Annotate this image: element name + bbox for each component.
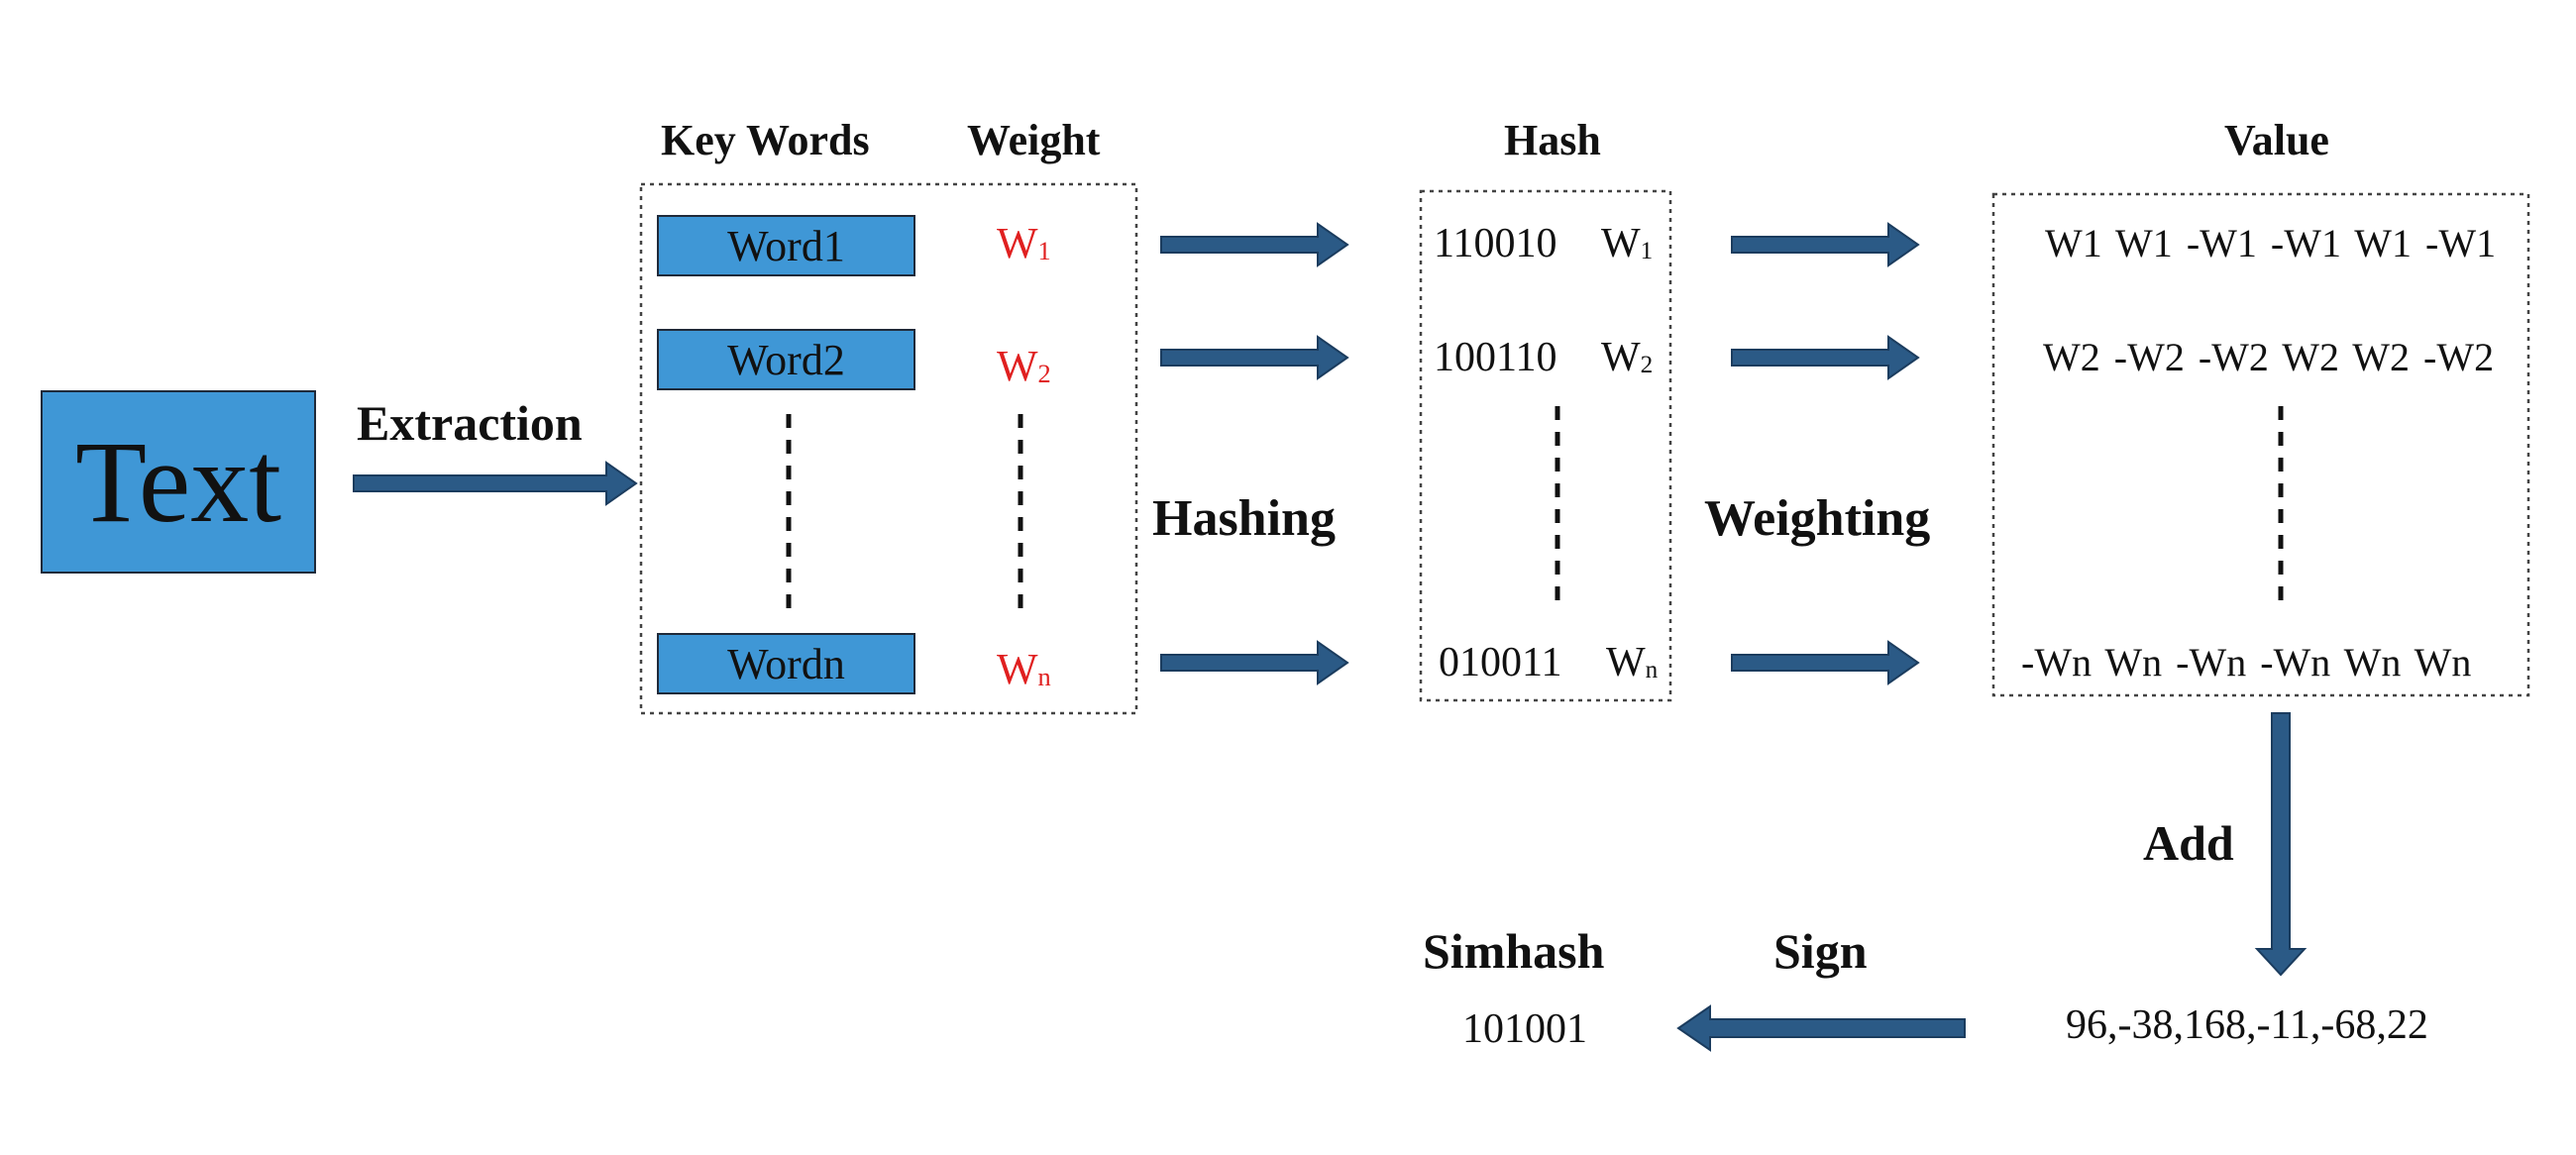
add-arrow bbox=[2254, 712, 2308, 977]
hashing-arrow-1 bbox=[1160, 222, 1349, 267]
simhash-header: Simhash bbox=[1423, 923, 1605, 979]
value-n-2: -Wn bbox=[2176, 640, 2247, 684]
weight-n: Wn bbox=[997, 648, 1051, 691]
value-2-4: W2 bbox=[2352, 335, 2411, 379]
hash-weight-1: W1 bbox=[1600, 221, 1654, 266]
hash-weight-n: Wn bbox=[1605, 640, 1659, 685]
weight-1-sub: 1 bbox=[1037, 236, 1051, 266]
hashing-arrow-n bbox=[1160, 640, 1349, 685]
value-1-1: W1 bbox=[2115, 221, 2173, 265]
hash-code-1: 110010 bbox=[1434, 221, 1557, 266]
value-1-3: -W1 bbox=[2270, 221, 2341, 265]
weight-2-sub: 2 bbox=[1037, 359, 1051, 389]
weight-n-sub: n bbox=[1037, 662, 1051, 692]
hash-row-n: 010011 Wn bbox=[1439, 642, 1658, 683]
value-frame bbox=[1991, 192, 2530, 697]
value-1-2: -W1 bbox=[2186, 221, 2257, 265]
hash-row-2: 100110 W2 bbox=[1434, 337, 1653, 378]
source-text-box: Text bbox=[41, 390, 316, 574]
simhash-result: 101001 bbox=[1462, 1006, 1587, 1052]
weight-2: W2 bbox=[997, 345, 1051, 388]
key-words-header: Key Words bbox=[661, 116, 870, 164]
value-row-1: W1 W1 -W1 -W1 W1 -W1 bbox=[2045, 224, 2496, 263]
value-2-5: -W2 bbox=[2423, 335, 2495, 379]
value-header: Value bbox=[2224, 116, 2329, 164]
weighting-arrow-2 bbox=[1731, 335, 1920, 380]
add-label: Add bbox=[2143, 815, 2234, 871]
hashing-arrow-2 bbox=[1160, 335, 1349, 380]
weight-1-base: W bbox=[997, 219, 1038, 267]
weight-2-base: W bbox=[997, 342, 1038, 390]
value-2-2: -W2 bbox=[2198, 335, 2269, 379]
hash-header: Hash bbox=[1504, 116, 1601, 164]
sign-label: Sign bbox=[1773, 923, 1868, 979]
weighting-arrow-1 bbox=[1731, 222, 1920, 267]
hash-row-1: 110010 W1 bbox=[1434, 223, 1653, 264]
hash-frame bbox=[1419, 189, 1672, 702]
value-2-3: W2 bbox=[2282, 335, 2339, 379]
keyword-box-1: Word1 bbox=[657, 215, 915, 276]
extraction-label: Extraction bbox=[357, 395, 583, 451]
sign-arrow bbox=[1676, 1004, 1966, 1052]
value-n-5: Wn bbox=[2414, 640, 2472, 684]
keyword-box-2: Word2 bbox=[657, 329, 915, 390]
weight-header: Weight bbox=[967, 116, 1101, 164]
value-n-4: Wn bbox=[2343, 640, 2402, 684]
hash-code-2: 100110 bbox=[1434, 335, 1557, 380]
value-n-1: Wn bbox=[2104, 640, 2163, 684]
extraction-arrow bbox=[353, 461, 638, 506]
value-1-4: W1 bbox=[2354, 221, 2413, 265]
value-2-0: W2 bbox=[2043, 335, 2100, 379]
value-n-3: -Wn bbox=[2260, 640, 2331, 684]
value-row-n: -Wn Wn -Wn -Wn Wn Wn bbox=[2021, 643, 2471, 682]
weight-1: W1 bbox=[997, 222, 1051, 265]
weight-n-base: W bbox=[997, 645, 1038, 693]
weighting-arrow-n bbox=[1731, 640, 1920, 685]
hash-code-n: 010011 bbox=[1439, 640, 1562, 685]
value-1-5: -W1 bbox=[2425, 221, 2497, 265]
hashing-label: Hashing bbox=[1152, 490, 1336, 547]
value-n-0: -Wn bbox=[2021, 640, 2093, 684]
value-row-2: W2 -W2 -W2 W2 W2 -W2 bbox=[2043, 338, 2494, 377]
value-2-1: -W2 bbox=[2113, 335, 2185, 379]
keyword-box-n: Wordn bbox=[657, 633, 915, 694]
value-1-0: W1 bbox=[2045, 221, 2102, 265]
keywords-frame bbox=[639, 182, 1138, 715]
weighting-label: Weighting bbox=[1704, 490, 1931, 547]
sum-vector: 96,-38,168,-11,-68,22 bbox=[2066, 1002, 2428, 1048]
hash-weight-2: W2 bbox=[1600, 335, 1654, 380]
